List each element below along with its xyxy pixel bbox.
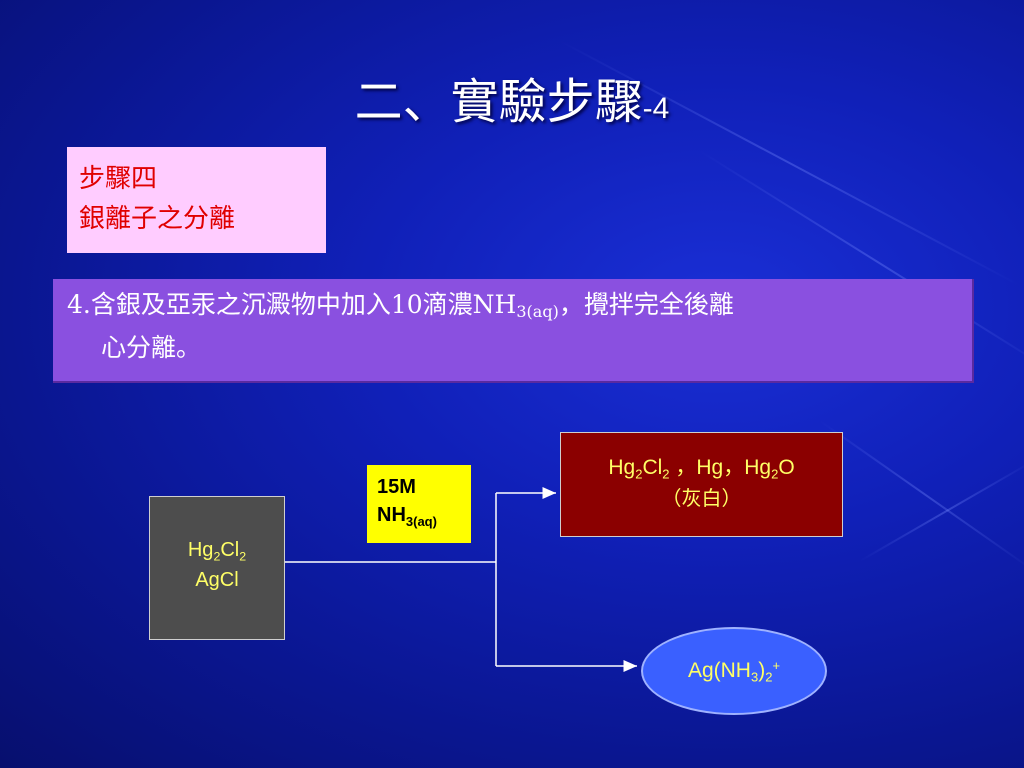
precipitate-color-note: （灰白） xyxy=(661,486,742,510)
start-formula-agcl: AgCl xyxy=(195,569,239,591)
ion-formula: Ag(NH3)2+ xyxy=(687,657,781,685)
instruction-text-c: 心分離。 xyxy=(101,333,202,362)
reagent-formula: NH3(aq) xyxy=(377,504,437,529)
instruction-text-a: 含銀及亞汞之沉澱物中加入10滴濃NH xyxy=(90,290,517,319)
instruction-subscript: 3(aq) xyxy=(516,302,559,321)
title-suffix: -4 xyxy=(642,92,670,125)
precipitate-formulas: Hg2Cl2 ，Hg，Hg2O xyxy=(608,456,795,482)
start-formula-hg2cl2: Hg2Cl2 xyxy=(187,539,247,564)
step-number-label: 步驟四 xyxy=(79,164,158,194)
instruction-box: 4.含銀及亞汞之沉澱物中加入10滴濃NH3(aq)，攪拌完全後離 心分離。 xyxy=(53,279,974,383)
reagent-box: 15M NH3(aq) xyxy=(367,465,471,543)
precipitate-result-box: Hg2Cl2 ，Hg，Hg2O （灰白） xyxy=(560,432,843,537)
reagent-concentration: 15M xyxy=(377,476,416,498)
instruction-text-b: ，攪拌完全後離 xyxy=(558,290,734,319)
start-precipitate-box: Hg2Cl2 AgCl xyxy=(149,496,285,640)
title-main: 二、實驗步驟 xyxy=(354,74,643,130)
step-description-label: 銀離子之分離 xyxy=(79,204,236,234)
step-label-box: 步驟四 銀離子之分離 xyxy=(67,147,326,253)
slide-title: 二、實驗步驟-4 xyxy=(0,62,1024,132)
silver-ammine-ion-ellipse: Ag(NH3)2+ xyxy=(641,627,827,715)
instruction-number: 4. xyxy=(67,290,91,319)
